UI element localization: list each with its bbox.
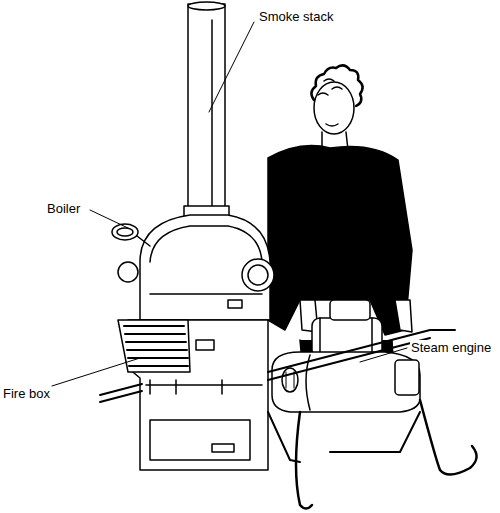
man-figure <box>268 65 412 395</box>
leader-lines <box>52 22 407 386</box>
part-label: Steam engine <box>410 340 492 356</box>
leader-line <box>52 358 140 386</box>
part-label: Boiler <box>46 201 81 217</box>
fire-box <box>118 320 268 470</box>
leader-line <box>209 22 254 112</box>
skid-frame <box>100 330 477 509</box>
boiler <box>112 215 274 320</box>
leader-line <box>90 210 128 228</box>
steam-engine <box>272 300 420 412</box>
leader-line <box>360 348 407 362</box>
part-label: Fire box <box>2 386 51 402</box>
part-label: Smoke stack <box>258 9 334 25</box>
